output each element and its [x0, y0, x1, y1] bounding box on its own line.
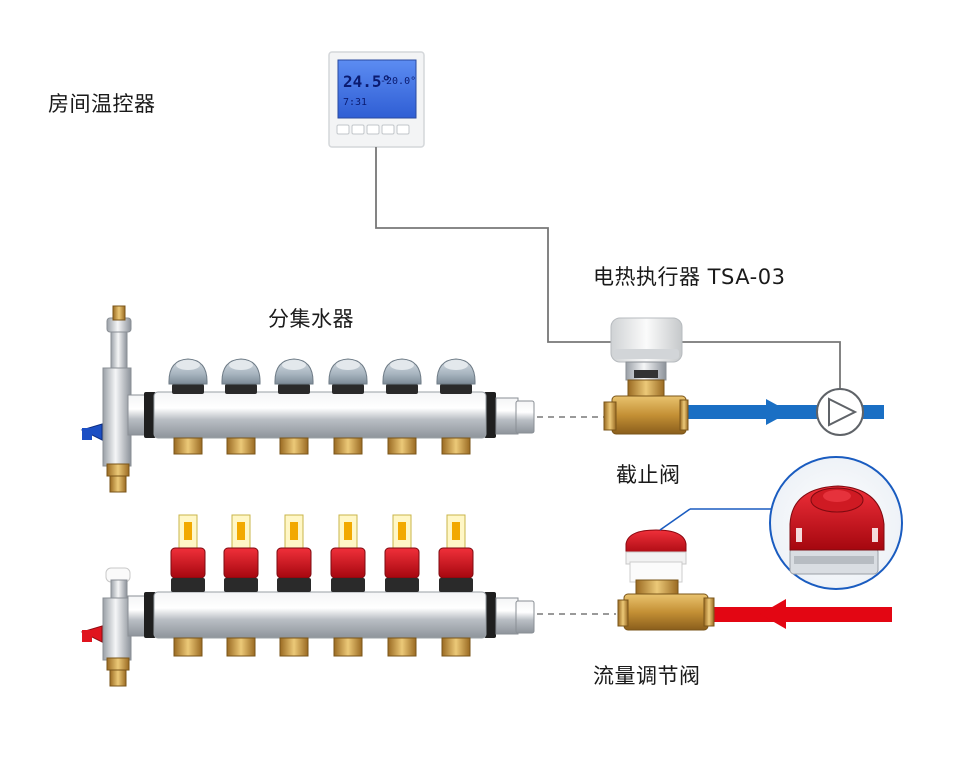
outlet-fitting: [441, 637, 471, 657]
arrow-left-icon: [760, 599, 786, 629]
thermostat-buttons: [336, 124, 410, 135]
flow-regulating-valve: [617, 508, 772, 631]
outlet-fitting: [387, 637, 417, 657]
outlet-fitting: [173, 437, 203, 455]
room-thermostat: [328, 51, 425, 148]
pump-icon: [816, 388, 864, 436]
thermostat-temperature: 24.5°: [343, 72, 392, 91]
outlet-fitting: [333, 437, 363, 455]
valve-knob-base: [332, 384, 364, 394]
valve-knob-base: [225, 384, 257, 394]
supply-manifold: [80, 305, 535, 493]
outlet-fitting: [387, 437, 417, 455]
control-wire: [375, 147, 841, 388]
shut-off-valve: [603, 379, 689, 435]
dashed-connector: [537, 416, 616, 615]
electrothermal-actuator: [610, 317, 683, 381]
valve-knob-base: [278, 384, 310, 394]
valve-knob-base: [172, 384, 204, 394]
stop-valve-label: 截止阀: [616, 463, 681, 487]
valve-knob-base: [440, 384, 472, 394]
arrow-right-icon: [766, 399, 790, 425]
outlet-fitting: [226, 637, 256, 657]
outlet-fitting: [173, 637, 203, 657]
thermostat-setpoint: -20.0°: [380, 76, 417, 87]
flow-meter-head: [276, 547, 312, 579]
thermostat-label: 房间温控器: [48, 92, 156, 116]
outlet-fitting: [333, 637, 363, 657]
thermostat-time: 7:31: [343, 97, 368, 108]
manifold-label: 分集水器: [268, 307, 354, 331]
outlet-fitting: [226, 437, 256, 455]
flow-meter-head: [330, 547, 366, 579]
flow-valve-label: 流量调节阀: [593, 664, 701, 688]
thermostat-lcd: [337, 59, 417, 119]
return-manifold: [80, 567, 535, 687]
outlet-fitting: [441, 437, 471, 455]
valve-knob-base: [386, 384, 418, 394]
valve-detail-zoom: [769, 456, 903, 590]
flow-meter-head: [384, 547, 420, 579]
hot-return-line: [712, 599, 892, 629]
actuator-label: 电热执行器 TSA-03: [593, 265, 786, 289]
flow-meter-head: [223, 547, 259, 579]
outlet-fitting: [279, 437, 309, 455]
flow-meter-head: [170, 547, 206, 579]
flow-meter-head: [438, 547, 474, 579]
outlet-fitting: [279, 637, 309, 657]
